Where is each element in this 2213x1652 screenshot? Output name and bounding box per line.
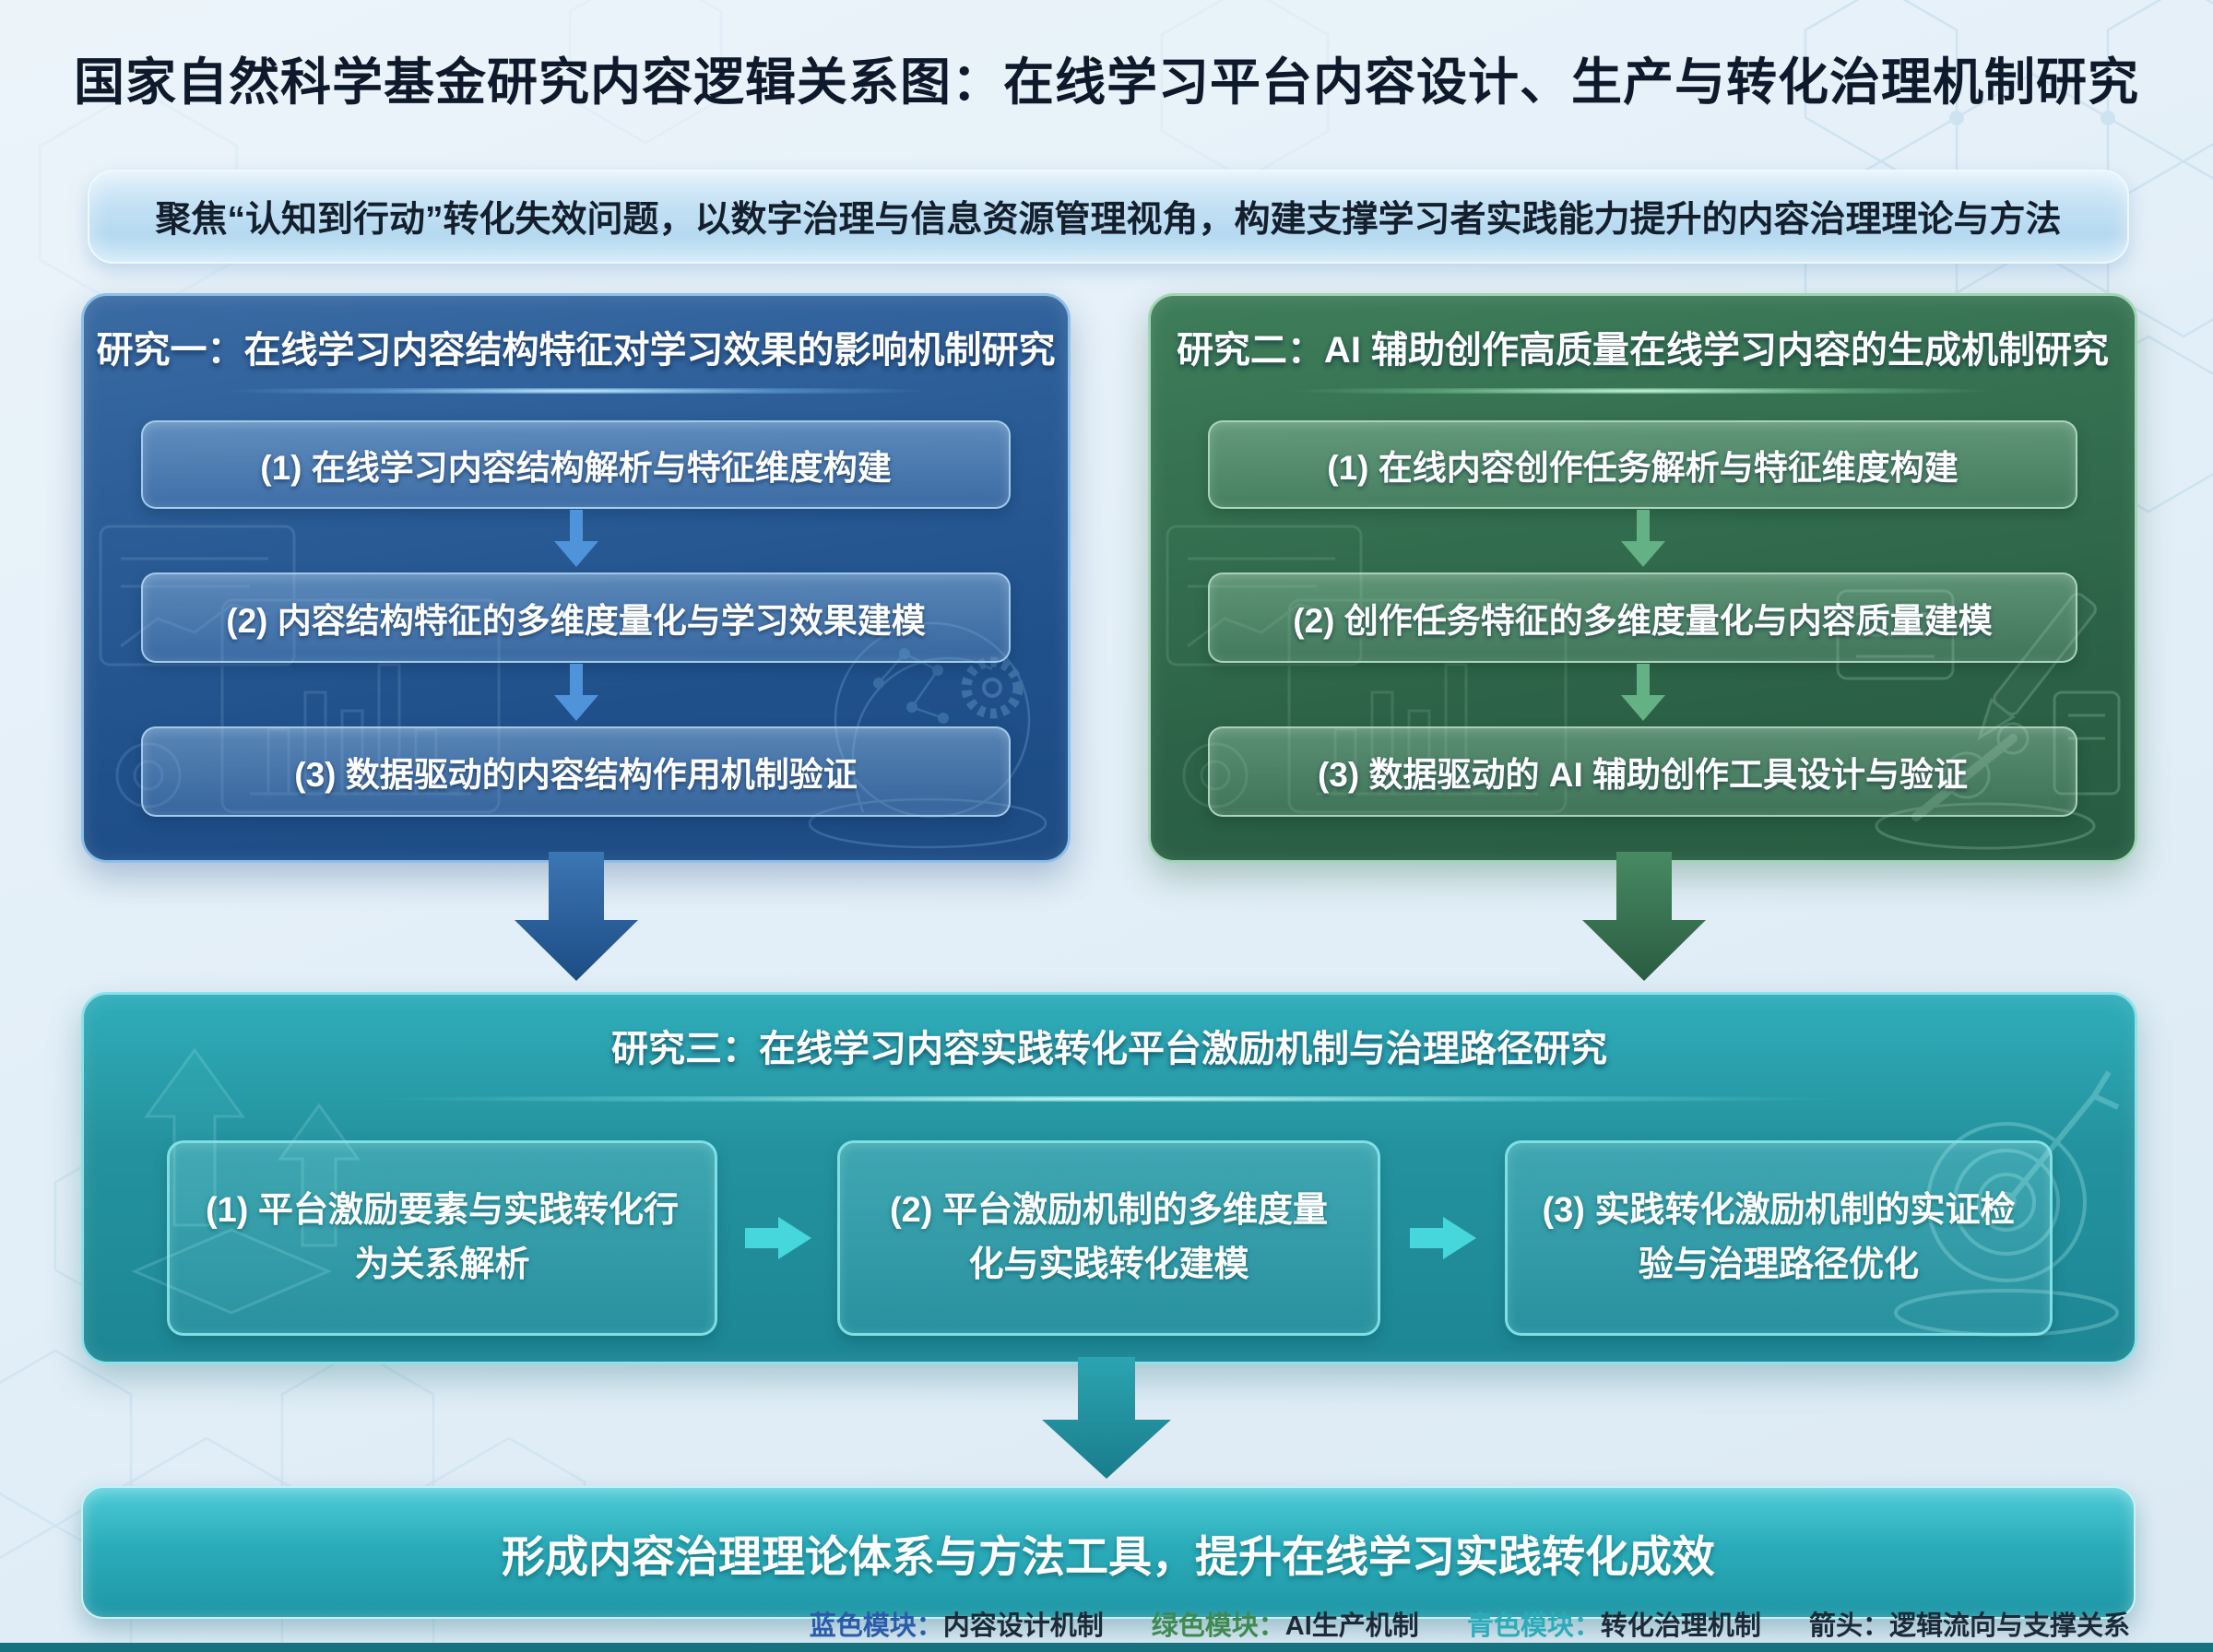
study1-step2: (2) 内容结构特征的多维度量化与学习效果建模 [141, 572, 1011, 663]
right-arrow-icon [745, 1217, 811, 1259]
legend-value: 内容设计机制 [942, 1611, 1104, 1641]
study1-step3: (3) 数据驱动的内容结构作用机制验证 [141, 726, 1011, 817]
right-arrow-icon [1410, 1217, 1476, 1259]
light-streak [165, 1096, 2053, 1102]
legend-label: 箭头： [1808, 1611, 1889, 1641]
study3-to-outcome-arrow [1042, 1357, 1171, 1479]
study3-box: 研究三：在线学习内容实践转化平台激励机制与治理路径研究 (1) 平台激励要素与实… [81, 992, 2137, 1364]
subtitle-banner: 聚焦“认知到行动”转化失效问题，以数字治理与信息资源管理视角，构建支撑学习者实践… [88, 170, 2129, 264]
study2-title: 研究二：AI 辅助创作高质量在线学习内容的生成机制研究 [1176, 330, 2110, 371]
legend-label: 蓝色模块： [809, 1611, 943, 1641]
study1-box: 研究一：在线学习内容结构特征对学习效果的影响机制研究 (1) 在线学习内容结构解… [81, 293, 1071, 863]
study3-title: 研究三：在线学习内容实践转化平台激励机制与治理路径研究 [611, 1029, 1607, 1069]
study2-box: 研究二：AI 辅助创作高质量在线学习内容的生成机制研究 (1) 在线内容创作任务… [1148, 293, 2137, 863]
light-streak [123, 388, 1029, 394]
legend-item-green: 绿色模块：AI生产机制 [1152, 1611, 1419, 1641]
study2-step2: (2) 创作任务特征的多维度量化与内容质量建模 [1208, 572, 2077, 663]
legend-value: 逻辑流向与支撑关系 [1888, 1611, 2130, 1641]
legend-item-arrow: 箭头：逻辑流向与支撑关系 [1809, 1611, 2130, 1641]
study2-to-study3-arrow [1582, 852, 1706, 981]
subtitle-text: 聚焦“认知到行动”转化失效问题，以数字治理与信息资源管理视角，构建支撑学习者实践… [155, 200, 2062, 240]
legend-value: 转化治理机制 [1600, 1611, 1761, 1641]
legend-item-blue: 蓝色模块：内容设计机制 [810, 1611, 1104, 1641]
outcome-bar: 形成内容治理理论体系与方法工具，提升在线学习实践转化成效 [81, 1486, 2136, 1619]
study3-step2: (2) 平台激励机制的多维度量化与实践转化建模 [837, 1140, 1380, 1336]
study3-step3: (3) 实践转化激励机制的实证检验与治理路径优化 [1505, 1140, 2053, 1336]
page-title: 国家自然科学基金研究内容逻辑关系图：在线学习平台内容设计、生产与转化治理机制研究 [73, 53, 2139, 111]
outcome-text: 形成内容治理理论体系与方法工具，提升在线学习实践转化成效 [502, 1531, 1715, 1581]
light-streak [1189, 388, 2096, 394]
legend-label: 绿色模块： [1151, 1611, 1285, 1641]
down-arrow-icon [553, 664, 598, 721]
legend: 蓝色模块：内容设计机制 绿色模块：AI生产机制 青色模块：转化治理机制 箭头：逻… [810, 1604, 2130, 1643]
study2-step1: (1) 在线内容创作任务解析与特征维度构建 [1208, 420, 2077, 509]
study1-to-study3-arrow [515, 852, 638, 981]
legend-value: AI生产机制 [1284, 1611, 1419, 1641]
study1-title: 研究一：在线学习内容结构特征对学习效果的影响机制研究 [96, 330, 1056, 371]
legend-label: 青色模块： [1466, 1611, 1601, 1641]
footer-strip [0, 1643, 2213, 1652]
down-arrow-icon [1620, 510, 1665, 567]
down-arrow-icon [553, 510, 598, 567]
study3-step1: (1) 平台激励要素与实践转化行为关系解析 [167, 1140, 717, 1336]
study1-step1: (1) 在线学习内容结构解析与特征维度构建 [141, 420, 1011, 509]
study2-step3: (3) 数据驱动的 AI 辅助创作工具设计与验证 [1208, 726, 2077, 817]
legend-item-teal: 青色模块：转化治理机制 [1467, 1611, 1761, 1641]
down-arrow-icon [1620, 664, 1665, 721]
